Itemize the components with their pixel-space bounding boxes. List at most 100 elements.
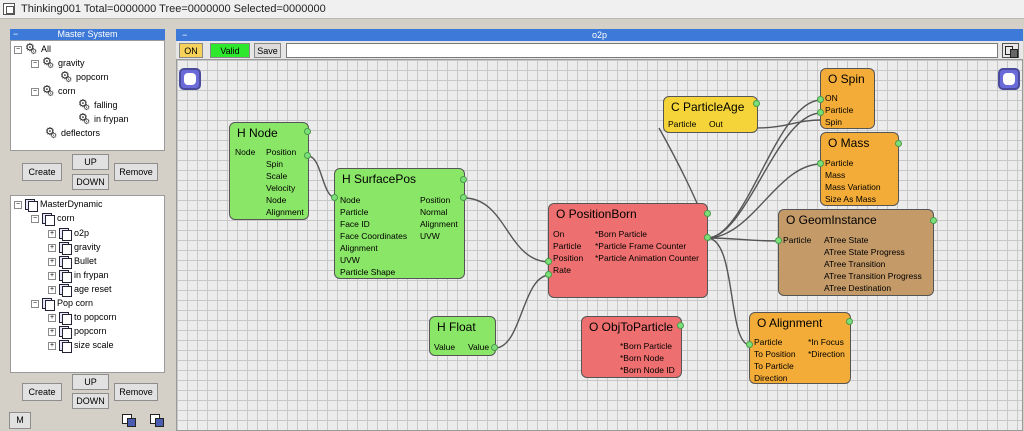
down-button[interactable]: DOWN [72, 174, 109, 190]
tree-item-corn[interactable]: − corn [31, 84, 76, 100]
output-port-dot[interactable] [677, 322, 684, 329]
input-port-dot[interactable] [775, 237, 782, 244]
node-o-spin[interactable]: O Spin ON Particle Spin [820, 68, 875, 129]
tree-item-to-popcorn[interactable]: + to popcorn [48, 311, 117, 325]
input-port-dot[interactable] [545, 258, 552, 265]
tree-item-label: in frypan [74, 270, 109, 280]
node-canvas[interactable]: H Node Node Position Spin Scale Velocity… [176, 59, 1023, 431]
collapse-icon[interactable]: − [182, 30, 188, 40]
tree-item-all[interactable]: − All [14, 42, 51, 58]
tree-item-in-frypan[interactable]: + in frypan [48, 269, 109, 283]
tree-item-gravity[interactable]: − gravity [31, 56, 85, 72]
port-label: Direction [754, 373, 788, 383]
node-o-geominstance[interactable]: O GeomInstance Particle ATree State ATre… [778, 209, 934, 296]
collapse-toggle-icon[interactable]: − [31, 299, 39, 308]
tree-item-age-reset[interactable]: + age reset [48, 283, 112, 297]
input-port-dot[interactable] [817, 109, 824, 116]
collapse-toggle-icon[interactable]: − [31, 87, 39, 96]
output-port-icon[interactable] [998, 68, 1020, 90]
output-port-dot[interactable] [304, 152, 311, 159]
node-h-surfacepos[interactable]: H SurfacePos Node Particle Face ID Face … [334, 168, 465, 279]
name-input[interactable] [286, 43, 998, 58]
output-port-dot[interactable] [304, 128, 311, 135]
expand-toggle-icon[interactable]: + [48, 341, 56, 350]
master-dynamic-tree[interactable]: − MasterDynamic − corn + o2p + gravity +… [10, 195, 165, 373]
collapse-toggle-icon[interactable]: − [31, 59, 39, 68]
expand-toggle-icon[interactable]: + [48, 285, 56, 294]
save-button[interactable]: Save [254, 43, 281, 58]
expand-toggle-icon[interactable]: + [48, 257, 56, 266]
input-port-dot[interactable] [746, 341, 753, 348]
tree-item-size-scale[interactable]: + size scale [48, 339, 114, 353]
node-o-mass[interactable]: O Mass Particle Mass Mass Variation Size… [820, 132, 899, 206]
collapse-icon[interactable]: − [13, 29, 19, 39]
on-toggle-button[interactable]: ON [179, 43, 203, 58]
output-port-dot[interactable] [704, 210, 711, 217]
tree-item-popcorn[interactable]: popcorn [60, 70, 109, 86]
load-node-icon[interactable] [149, 413, 165, 427]
save-node-icon[interactable] [121, 413, 137, 427]
master-system-header[interactable]: − Master System [10, 29, 165, 40]
expand-toggle-icon[interactable]: + [48, 313, 56, 322]
tree-item-corn[interactable]: − corn [31, 212, 75, 226]
create-button[interactable]: Create [22, 383, 62, 401]
node-h-float[interactable]: H Float Value Value [429, 316, 496, 356]
output-port-dot[interactable] [460, 194, 467, 201]
tree-item-falling[interactable]: falling [78, 98, 118, 114]
valid-status-button[interactable]: Valid [210, 43, 250, 58]
tree-item-label: age reset [74, 284, 112, 294]
node-h-node[interactable]: H Node Node Position Spin Scale Velocity… [229, 122, 309, 220]
input-port-dot[interactable] [817, 96, 824, 103]
port-label: *Particle Animation Counter [595, 253, 699, 263]
port-label: Value [434, 342, 456, 352]
output-port-dot[interactable] [930, 217, 937, 224]
node-o-alignment[interactable]: O Alignment Particle To Position To Part… [749, 312, 851, 384]
gear-icon [78, 98, 91, 114]
collapse-toggle-icon[interactable]: − [14, 45, 22, 54]
tree-item-bullet[interactable]: + Bullet [48, 255, 97, 269]
input-port-dot[interactable] [817, 160, 824, 167]
down-button[interactable]: DOWN [72, 393, 109, 409]
node-o-positionborn[interactable]: O PositionBorn On Particle Position Rate… [548, 203, 708, 298]
tree-item-in-frypan[interactable]: in frypan [78, 112, 129, 128]
port-label: Alignment [340, 243, 378, 253]
output-port-dot[interactable] [753, 100, 760, 107]
input-port-dot[interactable] [545, 271, 552, 278]
collapse-toggle-icon[interactable]: − [14, 200, 22, 209]
remove-button[interactable]: Remove [114, 163, 158, 181]
node-list-icon[interactable] [1002, 43, 1019, 58]
expand-toggle-icon[interactable]: + [48, 229, 56, 238]
input-port-dot[interactable] [331, 194, 338, 201]
up-button[interactable]: UP [72, 374, 109, 390]
output-port-dot[interactable] [460, 176, 467, 183]
create-button[interactable]: Create [22, 163, 62, 181]
expand-toggle-icon[interactable]: + [48, 271, 56, 280]
node-title: O Alignment [757, 316, 823, 330]
tree-item-popcorn[interactable]: + popcorn [48, 325, 107, 339]
expand-toggle-icon[interactable]: + [48, 327, 56, 336]
master-system-tree[interactable]: − All − gravity popcorn − corn falling i… [10, 40, 165, 151]
up-button[interactable]: UP [72, 154, 109, 170]
node-o-objtoparticle[interactable]: O ObjToParticle *Born Particle *Born Nod… [581, 316, 682, 378]
m-button[interactable]: M [9, 412, 31, 429]
input-port-icon[interactable] [179, 68, 201, 90]
editor-header[interactable]: − o2p [176, 29, 1023, 41]
node-title: C ParticleAge [671, 100, 745, 114]
tree-item-label: corn [57, 213, 75, 223]
node-c-particleage[interactable]: C ParticleAge Particle Out [663, 96, 758, 133]
collapse-toggle-icon[interactable]: − [31, 214, 39, 223]
tree-item-label: MasterDynamic [40, 199, 103, 209]
tree-item-masterdynamic[interactable]: − MasterDynamic [14, 198, 103, 212]
expand-toggle-icon[interactable]: + [48, 243, 56, 252]
tree-item-pop-corn[interactable]: − Pop corn [31, 297, 93, 311]
tree-item-gravity[interactable]: + gravity [48, 241, 101, 255]
remove-button[interactable]: Remove [114, 383, 158, 401]
document-icon [59, 284, 72, 297]
tree-item-deflectors[interactable]: deflectors [45, 126, 100, 142]
output-port-dot[interactable] [491, 344, 498, 351]
output-port-dot[interactable] [895, 140, 902, 147]
output-port-dot[interactable] [704, 234, 711, 241]
tree-item-o2p[interactable]: + o2p [48, 227, 90, 241]
output-port-dot[interactable] [846, 318, 853, 325]
tree-item-label: o2p [74, 228, 90, 238]
